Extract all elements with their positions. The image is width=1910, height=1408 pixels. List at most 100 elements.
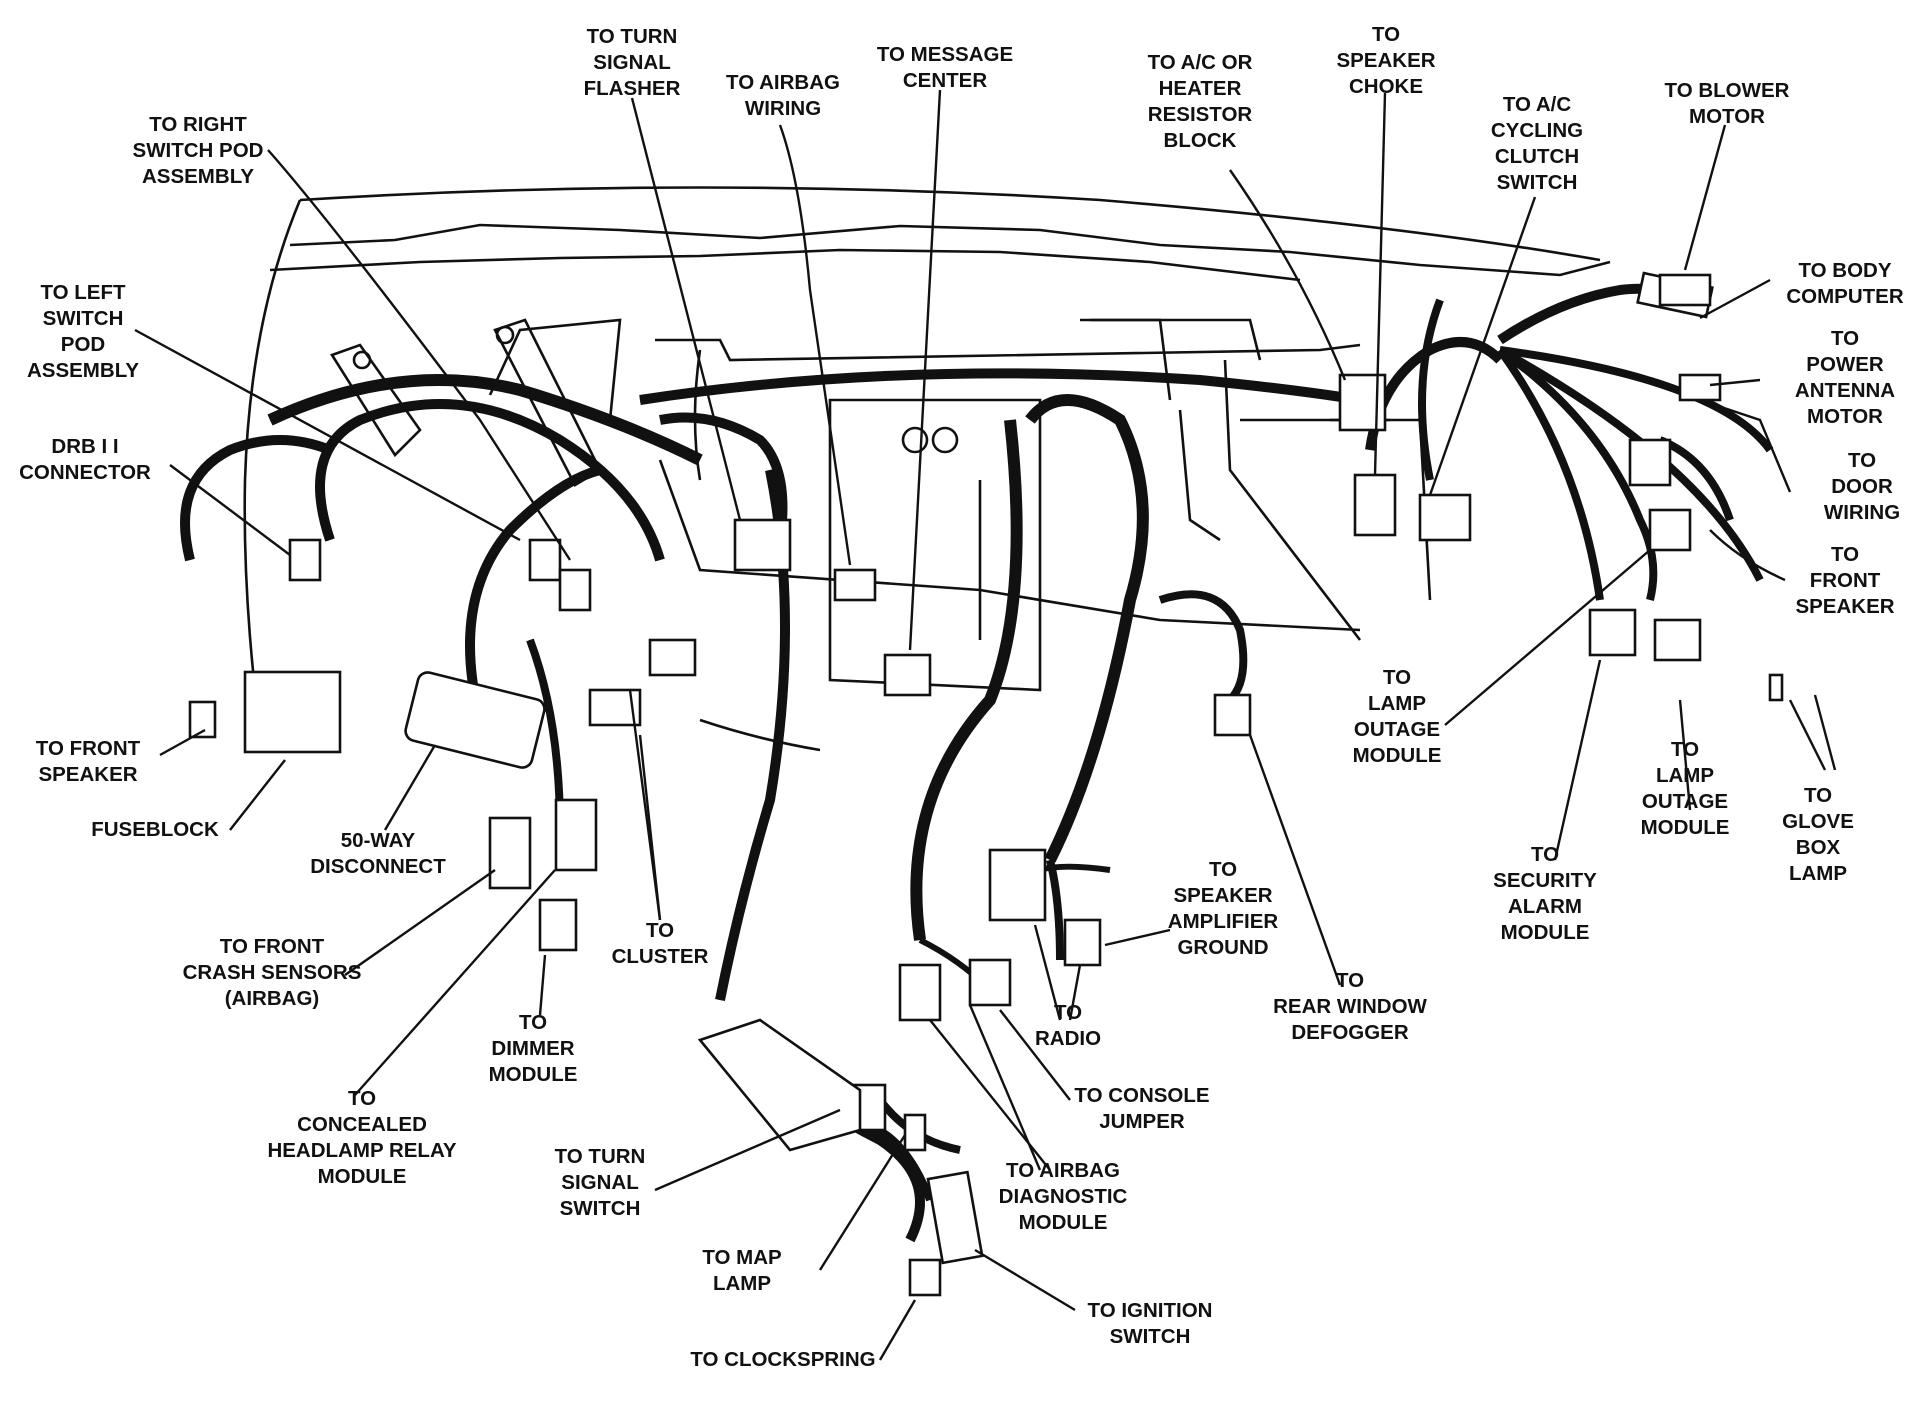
label-line: SIGNAL xyxy=(561,1171,639,1194)
label-line: SWITCH xyxy=(1109,1325,1191,1348)
label-line: TO IGNITION xyxy=(1087,1299,1213,1322)
label-line: POD xyxy=(60,333,106,356)
label-line: CONNECTOR xyxy=(19,461,151,484)
airbag-wiring-connector xyxy=(833,568,877,602)
label-line: TO AIRBAG xyxy=(1006,1159,1120,1182)
label-line: TO FRONT xyxy=(35,737,141,760)
label-line: SWITCH xyxy=(42,307,124,330)
label-line: CHOKE xyxy=(1348,75,1424,98)
label-line: LAMP xyxy=(1655,764,1715,787)
label-airbag-wiring: TO AIRBAG WIRING xyxy=(726,70,840,122)
crash-sensor-connector xyxy=(488,816,532,890)
rear-defogger-connector xyxy=(1213,693,1252,737)
label-line: TO AIRBAG xyxy=(726,71,840,94)
label-line: DRB I I xyxy=(51,435,119,458)
label-line: TO xyxy=(347,1087,377,1110)
glove-box-connector xyxy=(1768,673,1784,702)
label-line: TO BLOWER xyxy=(1664,79,1790,102)
label-line: CYCLING xyxy=(1490,119,1584,142)
label-line: SWITCH POD xyxy=(132,139,264,162)
instrument-panel-outline xyxy=(243,186,1611,752)
flasher-connector xyxy=(733,518,792,572)
label-line: 50-WAY xyxy=(340,829,416,852)
clockspring-connector xyxy=(908,1258,942,1297)
label-line: POWER xyxy=(1806,353,1884,376)
label-line: OUTAGE xyxy=(1641,790,1729,813)
label-line: RADIO xyxy=(1034,1027,1102,1050)
label-line: TO CLOCKSPRING xyxy=(690,1348,876,1371)
label-line: TO MESSAGE xyxy=(876,43,1014,66)
label-ignition-switch: TO IGNITION SWITCH xyxy=(1088,1298,1213,1350)
console-jumper-connector xyxy=(968,958,1012,1007)
lamp-outage-connector-2 xyxy=(1653,618,1702,662)
label-blower-motor: TO BLOWER MOTOR xyxy=(1665,78,1790,130)
drb-connector-plug xyxy=(288,538,322,582)
label-cluster: TO CLUSTER xyxy=(612,918,709,970)
label-line: TO A/C OR xyxy=(1147,51,1253,74)
50-way-disconnect-block xyxy=(404,671,546,769)
label-line: SPEAKER xyxy=(1173,884,1273,907)
label-line: MODULE xyxy=(1500,921,1590,944)
speaker-choke-connector xyxy=(1353,473,1397,537)
right-pod-connector xyxy=(558,568,592,612)
label-line: TO LEFT xyxy=(40,281,126,304)
label-line: TO xyxy=(1208,858,1238,881)
message-center-connector xyxy=(883,653,932,697)
label-map-lamp: TO MAP LAMP xyxy=(702,1245,781,1297)
label-lamp-outage-2: TO LAMP OUTAGE MODULE xyxy=(1641,737,1730,841)
label-line: SPEAKER xyxy=(1336,49,1436,72)
label-line: SPEAKER xyxy=(38,763,138,786)
ac-cycling-connector xyxy=(1418,493,1472,542)
label-line: LAMP xyxy=(1788,862,1848,885)
label-line: TO CONSOLE xyxy=(1074,1084,1210,1107)
label-line: WIRING xyxy=(744,97,822,120)
label-line: SIGNAL xyxy=(593,51,671,74)
label-line: CRASH SENSORS xyxy=(182,961,362,984)
label-line: BOX xyxy=(1795,836,1841,859)
label-line: TO xyxy=(645,919,675,942)
label-line: BLOCK xyxy=(1163,129,1237,152)
label-line: SWITCH xyxy=(1496,171,1578,194)
label-line: ASSEMBLY xyxy=(141,165,255,188)
label-line: CLUSTER xyxy=(611,945,709,968)
label-line: MODULE xyxy=(1352,744,1442,767)
wire-bundles xyxy=(180,283,1774,1243)
leader-lines xyxy=(134,89,1837,1361)
label-line: TO xyxy=(1053,1001,1083,1024)
label-line: MODULE xyxy=(1640,816,1730,839)
label-line: FUSEBLOCK xyxy=(91,818,219,841)
label-line: LAMP xyxy=(712,1272,772,1295)
label-line: TO MAP xyxy=(702,1246,782,1269)
label-line: HEADLAMP RELAY xyxy=(267,1139,457,1162)
label-line: TO TURN xyxy=(554,1145,646,1168)
headlamp-relay-connector xyxy=(554,798,598,872)
label-line: TO xyxy=(1382,666,1412,689)
label-line: TO xyxy=(1670,738,1700,761)
label-line: FLASHER xyxy=(583,77,681,100)
label-line: MOTOR xyxy=(1807,405,1883,428)
label-line: TO BODY xyxy=(1798,259,1892,282)
label-line: MOTOR xyxy=(1689,105,1765,128)
label-line: TO xyxy=(1530,843,1560,866)
label-line: (AIRBAG) xyxy=(224,987,320,1010)
front-speaker-right-connector xyxy=(1648,508,1692,552)
label-console-jumper: TO CONSOLE JUMPER xyxy=(1074,1083,1209,1135)
label-line: GLOVE xyxy=(1782,810,1854,833)
lamp-outage-connector-1 xyxy=(1588,608,1637,657)
label-line: RESISTOR xyxy=(1147,103,1253,126)
label-line: HEATER xyxy=(1158,77,1242,100)
label-radio: TO RADIO xyxy=(1035,1000,1101,1052)
label-line: JUMPER xyxy=(1099,1110,1185,1133)
steering-column-shroud xyxy=(697,1018,862,1152)
